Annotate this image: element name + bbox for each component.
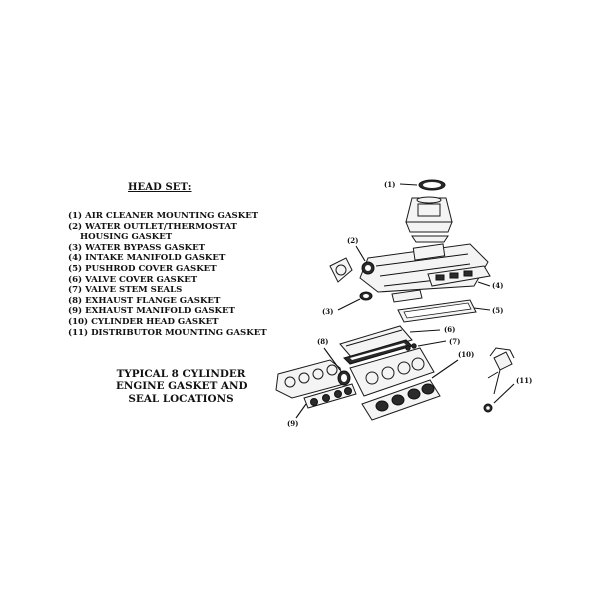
callout-leader-10 bbox=[431, 359, 459, 379]
water-bypass-gasket bbox=[359, 291, 373, 301]
legend-item-label: (6) VALVE COVER GASKET bbox=[68, 274, 198, 285]
legend-item-8: (8) EXHAUST FLANGE GASKET bbox=[68, 296, 268, 307]
carburetor-base-gasket bbox=[411, 235, 449, 243]
legend-item-label: (4) INTAKE MANIFOLD GASKET bbox=[68, 253, 226, 264]
callout-leader-11 bbox=[493, 383, 515, 404]
callout-2: (2) bbox=[347, 236, 359, 245]
callout-4: (4) bbox=[492, 281, 504, 290]
callout-3: (3) bbox=[322, 307, 334, 316]
caption-line-1: TYPICAL 8 CYLINDER bbox=[116, 368, 246, 380]
callout-leader-3 bbox=[337, 298, 361, 311]
callout-leader-8 bbox=[323, 347, 341, 371]
caption-line-3: SEAL LOCATIONS bbox=[128, 392, 234, 405]
diagram-caption: TYPICAL 8 CYLINDER ENGINE GASKET AND SEA… bbox=[116, 368, 248, 405]
cylinder-head-gasket bbox=[361, 379, 441, 421]
callout-8: (8) bbox=[317, 337, 329, 346]
callout-5: (5) bbox=[492, 306, 504, 315]
callout-leader-9 bbox=[295, 403, 307, 419]
legend-item-label: (5) PUSHROD COVER GASKET bbox=[68, 263, 217, 274]
callout-leader-4 bbox=[477, 281, 491, 287]
exhaust-manifold bbox=[275, 359, 345, 399]
legend-item-label: (2) WATER OUTLET/THERMOSTAT bbox=[68, 221, 237, 232]
cylinder-head bbox=[349, 347, 435, 397]
caption-line-2: ENGINE GASKET AND bbox=[116, 380, 248, 393]
legend-item-label: (10) CYLINDER HEAD GASKET bbox=[68, 316, 219, 327]
legend-item-label: (11) DISTRIBUTOR MOUNTING GASKET bbox=[68, 327, 267, 338]
callout-7: (7) bbox=[449, 337, 461, 346]
pushrod-cover-gasket bbox=[397, 299, 477, 323]
legend-item-6: (6) VALVE COVER GASKET bbox=[68, 275, 268, 286]
legend-item-4: (4) INTAKE MANIFOLD GASKET bbox=[68, 253, 268, 264]
legend-item-10: (10) CYLINDER HEAD GASKET bbox=[68, 317, 268, 328]
callout-9: (9) bbox=[287, 419, 299, 428]
legend-item-label: (8) EXHAUST FLANGE GASKET bbox=[68, 295, 221, 306]
air-cleaner-gasket bbox=[418, 179, 446, 191]
thermostat-housing bbox=[329, 257, 353, 283]
legend-item-1: (1) AIR CLEANER MOUNTING GASKET bbox=[68, 211, 268, 222]
valve-cover bbox=[339, 325, 413, 359]
legend-list: (1) AIR CLEANER MOUNTING GASKET (2) WATE… bbox=[68, 211, 268, 338]
distributor-mounting-gasket bbox=[483, 403, 493, 413]
legend-item-3: (3) WATER BYPASS GASKET bbox=[68, 243, 268, 254]
legend-item-label: (7) VALVE STEM SEALS bbox=[68, 285, 183, 296]
intake-manifold-gasket bbox=[427, 265, 491, 287]
manifold-spacer bbox=[391, 289, 423, 303]
legend-item-label: (1) AIR CLEANER MOUNTING GASKET bbox=[68, 211, 259, 221]
legend-item-label: (9) EXHAUST MANIFOLD GASKET bbox=[68, 306, 235, 317]
exhaust-manifold-gasket bbox=[303, 383, 357, 409]
legend-heading: HEAD SET: bbox=[128, 182, 192, 193]
legend-item-11: (11) DISTRIBUTOR MOUNTING GASKET bbox=[68, 328, 268, 339]
carburetor bbox=[405, 196, 453, 233]
callout-6: (6) bbox=[444, 325, 456, 334]
legend-item-continuation: HOUSING GASKET bbox=[80, 232, 173, 243]
callout-1: (1) bbox=[384, 180, 396, 189]
distributor bbox=[487, 347, 515, 395]
callout-leader-2 bbox=[355, 245, 366, 262]
callout-leader-5 bbox=[473, 307, 491, 311]
callout-10: (10) bbox=[458, 350, 474, 359]
callout-leader-7 bbox=[417, 340, 447, 347]
valve-stem-seals bbox=[405, 343, 417, 351]
head-set-legend: HEAD SET: (1) AIR CLEANER MOUNTING GASKE… bbox=[68, 182, 268, 338]
legend-item-9: (9) EXHAUST MANIFOLD GASKET bbox=[68, 306, 268, 317]
exhaust-flange-gasket bbox=[337, 370, 351, 386]
legend-item-5: (5) PUSHROD COVER GASKET bbox=[68, 264, 268, 275]
legend-item-label: (3) WATER BYPASS GASKET bbox=[68, 242, 206, 253]
callout-11: (11) bbox=[516, 376, 532, 385]
thermostat-housing-gasket bbox=[361, 261, 375, 275]
callout-leader-6 bbox=[409, 329, 441, 333]
legend-item-7: (7) VALVE STEM SEALS bbox=[68, 285, 268, 296]
callout-leader-1 bbox=[399, 183, 418, 186]
